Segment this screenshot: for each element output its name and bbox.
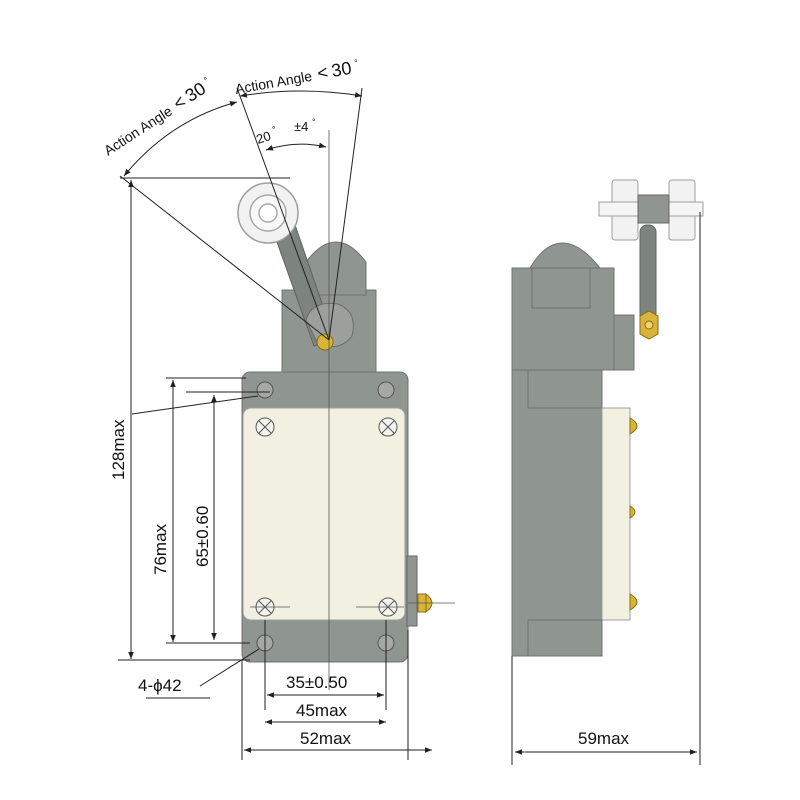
side-neck	[613, 314, 635, 371]
ear-hole-left	[256, 381, 274, 399]
hex-nut-icon	[639, 310, 659, 340]
hole-spacing-horizontal-label: 35±0.50	[286, 673, 347, 692]
front-view	[237, 130, 455, 690]
ear-hole-right	[377, 381, 395, 399]
roller-wheel-icon	[237, 182, 299, 244]
body-height-label: 76max	[151, 523, 170, 575]
actuator-dome	[305, 241, 367, 296]
front-dimensions: 128max 76max 65±0.60 4-ϕ42 35±0.50 45max…	[109, 180, 432, 760]
brass-terminal-icon	[629, 505, 636, 519]
inner-tolerance-label: ±4 °	[294, 117, 316, 134]
side-dome	[529, 242, 602, 269]
brass-terminal-icon	[629, 593, 638, 611]
outer-width-label: 52max	[300, 729, 352, 748]
brass-terminal-icon	[629, 417, 638, 435]
side-head-inner	[531, 267, 591, 309]
inner-angle-label: 20 °	[254, 124, 280, 147]
side-body	[511, 369, 603, 657]
cross-screw-icon	[255, 417, 275, 437]
hole-spacing-vertical-label: 65±0.60	[193, 506, 212, 567]
cable-gland	[406, 555, 418, 627]
depth-label: 59max	[578, 729, 630, 748]
side-cover	[601, 407, 631, 621]
side-step	[527, 369, 603, 409]
mounting-holes-label: 4-ϕ42	[138, 676, 182, 695]
overall-height-label: 128max	[109, 419, 128, 480]
side-head	[511, 267, 615, 371]
side-roller-hub	[637, 194, 670, 224]
front-cover	[242, 407, 406, 621]
right-angle-label: Action Angle < 30 °	[233, 56, 361, 98]
side-base	[527, 619, 603, 657]
inner-width-label: 45max	[296, 701, 348, 720]
cross-screw-icon	[378, 417, 398, 437]
side-view: 59max	[511, 179, 704, 765]
